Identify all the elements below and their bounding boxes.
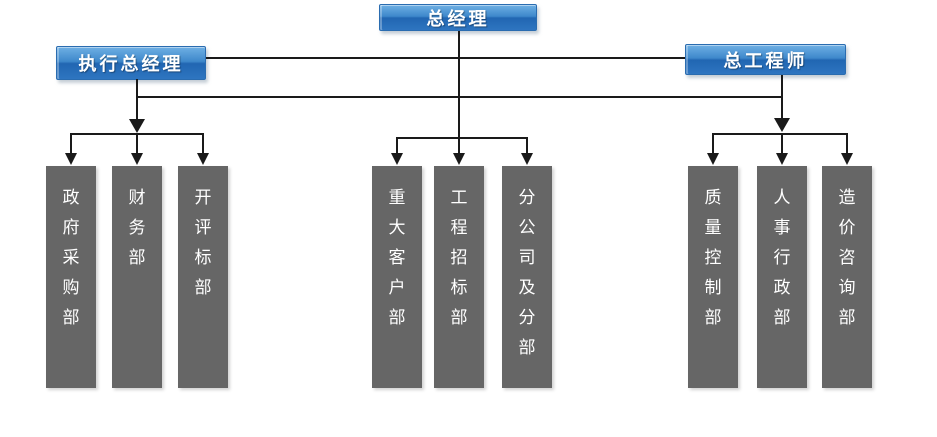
connector-drop bbox=[846, 133, 848, 155]
department-box: 工程招标部 bbox=[434, 166, 484, 388]
department-box: 开评标部 bbox=[178, 166, 228, 388]
department-label-char: 部 bbox=[518, 338, 536, 358]
arrow-down-icon bbox=[707, 153, 719, 165]
department-box: 造价咨询部 bbox=[822, 166, 872, 388]
arrow-down-icon bbox=[131, 153, 143, 165]
department-label-char: 户 bbox=[388, 278, 406, 298]
connector-drop bbox=[526, 137, 528, 155]
connector-ce-vertical bbox=[781, 75, 783, 119]
department-label-char: 咨 bbox=[838, 248, 856, 268]
department-label-char: 人 bbox=[773, 188, 791, 208]
node-chief-engineer-label: 总工程师 bbox=[723, 50, 808, 72]
department-label-char: 公 bbox=[518, 218, 536, 238]
connector-drop bbox=[136, 133, 138, 155]
connector-egm-to-ce bbox=[206, 57, 685, 59]
connector-drop bbox=[202, 133, 204, 155]
arrow-down-icon bbox=[776, 153, 788, 165]
department-label-char: 开 bbox=[194, 188, 212, 208]
arrow-down-icon bbox=[774, 118, 790, 132]
department-label-char: 招 bbox=[450, 248, 468, 268]
department-label-char: 造 bbox=[838, 188, 856, 208]
department-label-char: 质 bbox=[704, 188, 722, 208]
connector-drop bbox=[396, 137, 398, 155]
node-general-manager-label: 总经理 bbox=[426, 8, 490, 30]
arrow-down-icon bbox=[129, 119, 145, 133]
department-label-char: 部 bbox=[450, 308, 468, 328]
arrow-down-icon bbox=[65, 153, 77, 165]
department-box: 人事行政部 bbox=[757, 166, 807, 388]
department-label-char: 政 bbox=[62, 188, 80, 208]
department-label-char: 分 bbox=[518, 188, 536, 208]
department-label-char: 部 bbox=[704, 308, 722, 328]
connector-cross-bar bbox=[136, 96, 783, 98]
department-box: 质量控制部 bbox=[688, 166, 738, 388]
department-label-char: 购 bbox=[62, 278, 80, 298]
department-box: 政府采购部 bbox=[46, 166, 96, 388]
connector-egm-vertical bbox=[136, 79, 138, 121]
connector-right-distributor bbox=[712, 133, 848, 135]
connector-gm-vertical bbox=[458, 31, 460, 138]
department-label-char: 制 bbox=[704, 278, 722, 298]
department-label-char: 标 bbox=[450, 278, 468, 298]
node-executive-general-manager-label: 执行总经理 bbox=[78, 54, 184, 75]
department-label-char: 标 bbox=[194, 248, 212, 268]
arrow-down-icon bbox=[453, 153, 465, 165]
department-label-char: 控 bbox=[704, 248, 722, 268]
node-executive-general-manager: 执行总经理 bbox=[56, 46, 206, 80]
department-box: 重大客户部 bbox=[372, 166, 422, 388]
connector-drop bbox=[712, 133, 714, 155]
department-label-char: 行 bbox=[773, 248, 791, 268]
department-label-char: 部 bbox=[62, 308, 80, 328]
department-label-char: 部 bbox=[838, 308, 856, 328]
arrow-down-icon bbox=[521, 153, 533, 165]
department-label-char: 务 bbox=[128, 218, 146, 238]
department-box: 分公司及分部 bbox=[502, 166, 552, 388]
department-label-char: 部 bbox=[773, 308, 791, 328]
department-label-char: 事 bbox=[773, 218, 791, 238]
node-general-manager: 总经理 bbox=[379, 4, 537, 31]
department-label-char: 价 bbox=[838, 218, 856, 238]
department-label-char: 政 bbox=[773, 278, 791, 298]
connector-drop bbox=[70, 133, 72, 155]
department-box: 财务部 bbox=[112, 166, 162, 388]
arrow-down-icon bbox=[841, 153, 853, 165]
department-label-char: 及 bbox=[518, 278, 536, 298]
node-chief-engineer: 总工程师 bbox=[685, 44, 846, 75]
connector-drop bbox=[781, 133, 783, 155]
department-label-char: 财 bbox=[128, 188, 146, 208]
department-label-char: 评 bbox=[194, 218, 212, 238]
department-label-char: 大 bbox=[388, 218, 406, 238]
department-label-char: 客 bbox=[388, 248, 406, 268]
department-label-char: 询 bbox=[838, 278, 856, 298]
department-label-char: 司 bbox=[518, 248, 536, 268]
arrow-down-icon bbox=[197, 153, 209, 165]
department-label-char: 部 bbox=[388, 308, 406, 328]
department-label-char: 重 bbox=[388, 188, 406, 208]
department-label-char: 程 bbox=[450, 218, 468, 238]
department-label-char: 部 bbox=[194, 278, 212, 298]
arrow-down-icon bbox=[391, 153, 403, 165]
department-label-char: 工 bbox=[450, 188, 468, 208]
department-label-char: 分 bbox=[518, 308, 536, 328]
department-label-char: 府 bbox=[62, 218, 80, 238]
department-label-char: 量 bbox=[704, 218, 722, 238]
department-label-char: 采 bbox=[62, 248, 80, 268]
connector-middle-distributor bbox=[396, 137, 528, 139]
department-label-char: 部 bbox=[128, 248, 146, 268]
connector-drop bbox=[458, 137, 460, 155]
